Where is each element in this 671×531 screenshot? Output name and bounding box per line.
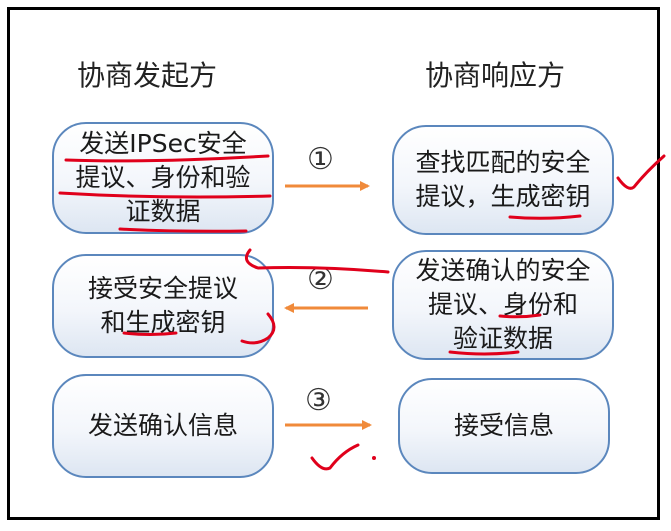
connector-curve bbox=[244, 248, 390, 274]
send-ack-box: 发送确认信息 bbox=[52, 374, 274, 478]
initiator-header: 协商发起方 bbox=[77, 59, 218, 92]
accept-proposal-box: 接受安全提议 和生成密钥 bbox=[52, 254, 274, 358]
receive-ack-text: 接受信息 bbox=[453, 411, 554, 440]
underline-send-proposal-3 bbox=[118, 227, 248, 233]
underline-generate-key-left bbox=[122, 331, 178, 336]
send-confirm-text: 发送确认的安全 提议、身份和 验证数据 bbox=[415, 256, 591, 353]
checkmark-right-1 bbox=[616, 154, 666, 190]
underline-send-proposal-2 bbox=[58, 191, 272, 199]
underline-verify-data bbox=[448, 350, 520, 356]
accept-proposal-text: 接受安全提议 和生成密钥 bbox=[87, 274, 238, 337]
red-annotations bbox=[58, 154, 666, 471]
bracket-accept-proposal bbox=[240, 312, 276, 345]
send-proposal-box: 发送IPSec安全 提议、身份和验 证数据 bbox=[52, 122, 274, 234]
underline-send-proposal-1 bbox=[64, 154, 270, 163]
responder-header: 协商响应方 bbox=[425, 59, 566, 92]
step-three-label: ③ bbox=[305, 383, 332, 418]
find-match-text: 查找匹配的安全 提议，生成密钥 bbox=[415, 148, 591, 211]
underline-generate-key-right bbox=[508, 214, 582, 220]
step-one-label: ① bbox=[307, 142, 334, 177]
send-confirm-box: 发送确认的安全 提议、身份和 验证数据 bbox=[392, 250, 614, 360]
send-proposal-text: 发送IPSec安全 提议、身份和验 证数据 bbox=[75, 129, 251, 226]
send-ack-text: 发送确认信息 bbox=[87, 411, 238, 440]
underline-identity bbox=[498, 313, 542, 319]
receive-ack-box: 接受信息 bbox=[398, 378, 610, 474]
annotation-dot bbox=[372, 456, 376, 460]
checkmark-bottom bbox=[310, 443, 360, 471]
